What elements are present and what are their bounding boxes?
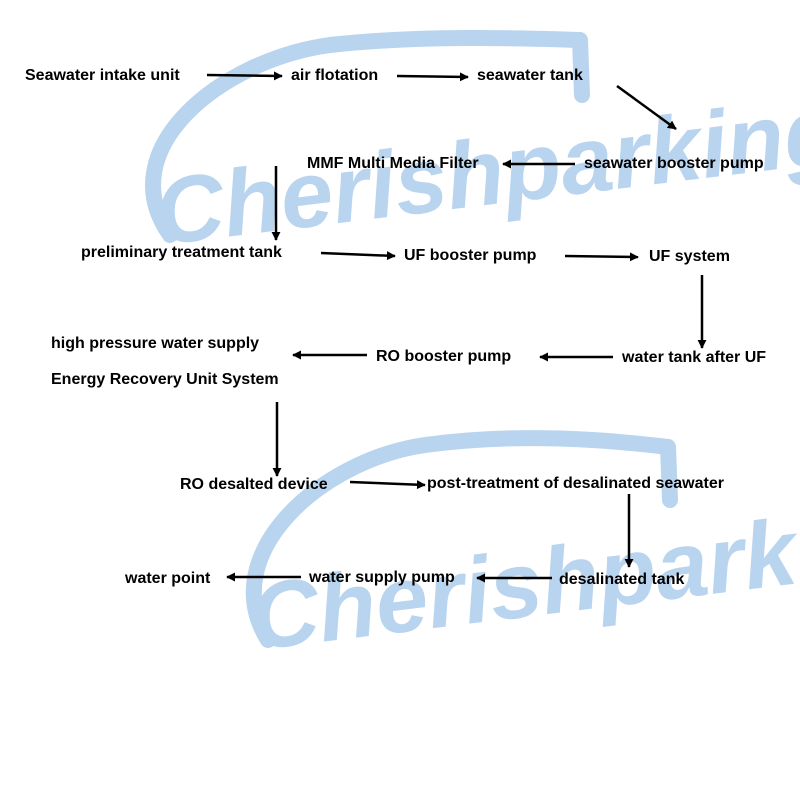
node-water-point: water point (125, 570, 211, 587)
node-preliminary-treatment-tank: preliminary treatment tank (81, 244, 282, 261)
node-ro-booster-pump: RO booster pump (376, 348, 512, 365)
arrow-uf-booster-to-uf-system (564, 252, 639, 262)
node-mmf-filter: MMF Multi Media Filter (307, 155, 479, 172)
arrow-flotation-to-seawater-tank (396, 72, 469, 82)
node-seawater-booster-pump: seawater booster pump (584, 155, 764, 172)
arrow-seawater-tank-to-booster (616, 84, 677, 131)
node-desalinated-tank: desalinated tank (559, 571, 685, 588)
node-seawater-tank: seawater tank (477, 67, 583, 84)
node-seawater-intake-unit: Seawater intake unit (25, 67, 180, 84)
node-uf-system: UF system (649, 248, 730, 265)
node-high-pressure-supply: high pressure water supply (51, 335, 260, 352)
arrow-intake-to-flotation (206, 71, 283, 81)
node-post-treatment: post-treatment of desalinated seawater (427, 475, 724, 492)
arrow-ro-device-to-post-treatment (349, 480, 426, 490)
node-uf-booster-pump: UF booster pump (404, 247, 537, 264)
node-ro-desalted-device: RO desalted device (180, 476, 328, 493)
node-water-tank-after-uf: water tank after UF (622, 349, 767, 366)
node-air-flotation: air flotation (291, 67, 379, 84)
node-water-supply-pump: water supply pump (309, 569, 455, 586)
arrow-preliminary-to-uf-booster (320, 251, 396, 261)
node-energy-recovery: Energy Recovery Unit System (51, 371, 279, 388)
